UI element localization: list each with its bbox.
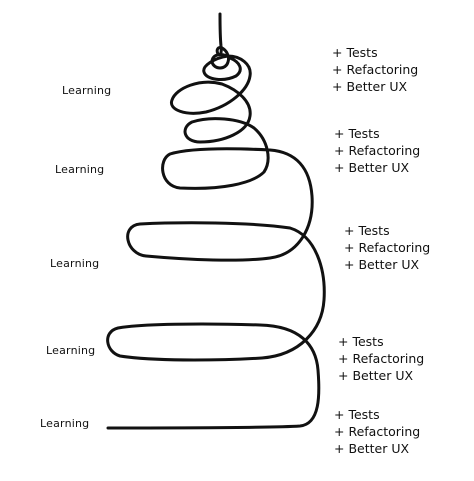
improvement-item-refactoring: + Refactoring bbox=[334, 424, 421, 439]
improvement-item-better-ux: + Better UX bbox=[344, 257, 420, 272]
improvement-item-refactoring: + Refactoring bbox=[332, 62, 419, 77]
improvement-item-refactoring: + Refactoring bbox=[338, 351, 425, 366]
improvement-group-5: + Tests + Refactoring + Better UX bbox=[334, 406, 420, 457]
improvement-item-better-ux: + Better UX bbox=[332, 79, 408, 94]
improvement-item-tests: + Tests bbox=[334, 126, 380, 141]
improvement-group-3: + Tests + Refactoring + Better UX bbox=[344, 222, 430, 273]
improvement-group-4: + Tests + Refactoring + Better UX bbox=[338, 333, 424, 384]
learning-label-4: Learning bbox=[46, 344, 96, 357]
improvement-item-better-ux: + Better UX bbox=[338, 368, 414, 383]
learning-label-5: Learning bbox=[40, 417, 90, 430]
improvement-item-tests: + Tests bbox=[332, 45, 378, 60]
learning-label-1: Learning bbox=[62, 84, 112, 97]
improvement-item-refactoring: + Refactoring bbox=[344, 240, 431, 255]
improvement-item-better-ux: + Better UX bbox=[334, 160, 410, 175]
learning-label-3: Learning bbox=[50, 257, 100, 270]
improvement-item-refactoring: + Refactoring bbox=[334, 143, 421, 158]
improvement-item-tests: + Tests bbox=[338, 334, 384, 349]
improvement-item-better-ux: + Better UX bbox=[334, 441, 410, 456]
improvement-item-tests: + Tests bbox=[334, 407, 380, 422]
improvement-group-2: + Tests + Refactoring + Better UX bbox=[334, 125, 420, 176]
improvement-group-1: + Tests + Refactoring + Better UX bbox=[332, 44, 418, 95]
spiral-line bbox=[106, 12, 326, 430]
improvement-item-tests: + Tests bbox=[344, 223, 390, 238]
learning-label-2: Learning bbox=[55, 163, 105, 176]
